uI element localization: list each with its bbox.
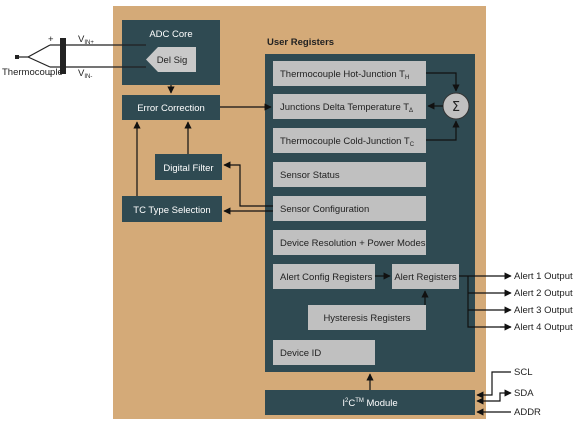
- digital-filter-label: Digital Filter: [163, 163, 213, 174]
- thermocouple-label: Thermocouple: [2, 67, 63, 78]
- sigma-label: Σ: [452, 100, 460, 115]
- cold-junction-register: [273, 128, 426, 153]
- i2c-module-label: I2CTM Module: [342, 398, 397, 409]
- sensor-status-register: [273, 162, 426, 187]
- error-correction-block: [122, 95, 220, 120]
- delta-temperature-label: Junctions Delta Temperature TΔ: [280, 102, 413, 114]
- i2c-module-block: [265, 390, 475, 415]
- device-id-register: [273, 340, 375, 365]
- plus-sign: +: [48, 34, 54, 45]
- alert-config-register: [273, 264, 375, 289]
- vin-minus-label: VIN-: [78, 68, 92, 80]
- signal-lines: [133, 72, 512, 416]
- del-sig-block: [146, 47, 196, 72]
- user-registers-title: User Registers: [267, 37, 334, 48]
- scl-label: SCL: [514, 367, 532, 378]
- hot-junction-label: Thermocouple Hot-Junction TH: [280, 69, 409, 81]
- error-correction-label: Error Correction: [137, 103, 205, 114]
- vin-plus-label: VIN+: [78, 34, 94, 46]
- alert-registers-label: Alert Registers: [394, 272, 457, 283]
- alert-config-label: Alert Config Registers: [280, 272, 373, 283]
- sensor-status-label: Sensor Status: [280, 170, 340, 181]
- hysteresis-register: [308, 305, 426, 330]
- alert3-output-label: Alert 3 Output: [514, 305, 573, 316]
- addr-label: ADDR: [514, 407, 541, 418]
- alert4-output-label: Alert 4 Output: [514, 322, 573, 333]
- cold-junction-label: Thermocouple Cold-Junction TC: [280, 136, 415, 148]
- minus-sign: -: [49, 69, 52, 80]
- alert2-output-label: Alert 2 Output: [514, 288, 573, 299]
- tc-type-selection-block: [122, 196, 222, 222]
- hysteresis-label: Hysteresis Registers: [323, 313, 410, 324]
- adc-core-label: ADC Core: [149, 29, 192, 40]
- hot-junction-register: [273, 61, 426, 86]
- del-sig-label: Del Sig: [157, 55, 188, 66]
- digital-filter-block: [155, 154, 222, 180]
- thermocouple-symbol: [15, 38, 146, 74]
- sensor-configuration-label: Sensor Configuration: [280, 204, 369, 215]
- device-resolution-label: Device Resolution + Power Modes: [280, 238, 426, 249]
- sensor-configuration-register: [273, 196, 426, 221]
- device-id-label: Device ID: [280, 348, 321, 359]
- sda-label: SDA: [514, 388, 534, 399]
- delta-temperature-register: [273, 94, 426, 119]
- tc-type-selection-label: TC Type Selection: [133, 205, 210, 216]
- device-resolution-register: [273, 230, 426, 255]
- alert1-output-label: Alert 1 Output: [514, 271, 573, 282]
- alert-registers-block: [392, 264, 459, 289]
